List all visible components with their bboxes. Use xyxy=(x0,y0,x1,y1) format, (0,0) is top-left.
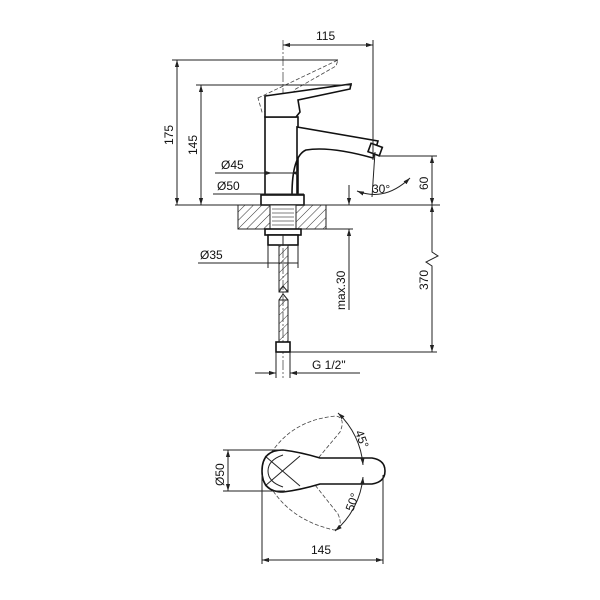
dim-spout-height: 60 xyxy=(417,176,431,190)
side-view: 115 175 145 Ø45 Ø50 60 30° Ø35 max.30 37… xyxy=(162,29,440,378)
hose-fitting xyxy=(275,341,291,353)
dim-total-height: 175 xyxy=(162,125,176,145)
base-plate xyxy=(260,194,305,206)
dim-thread-diameter: Ø35 xyxy=(200,248,223,262)
top-dim-diameter: Ø50 xyxy=(213,463,227,486)
dim-deck-thickness: max.30 xyxy=(334,270,348,310)
dim-inner-diameter: Ø45 xyxy=(221,158,244,172)
handle-raised-outline xyxy=(257,59,339,113)
flex-hose xyxy=(278,244,289,293)
dim-spout-reach: 115 xyxy=(316,29,335,43)
top-dim-angle-down: 50° xyxy=(343,491,362,513)
top-dim-length: 145 xyxy=(311,543,331,557)
dim-handle-height: 145 xyxy=(186,135,200,155)
washer xyxy=(264,228,302,236)
aerator xyxy=(366,142,384,157)
dim-connection: G 1/2" xyxy=(312,358,346,372)
dim-spout-angle: 30° xyxy=(372,182,390,196)
spout xyxy=(291,126,380,196)
dim-hose-length: 370 xyxy=(417,270,431,290)
top-dim-angle-up: 45° xyxy=(352,428,371,450)
dim-base-diameter: Ø50 xyxy=(217,179,240,193)
top-view: Ø50 45° 50° 145 xyxy=(213,412,386,564)
